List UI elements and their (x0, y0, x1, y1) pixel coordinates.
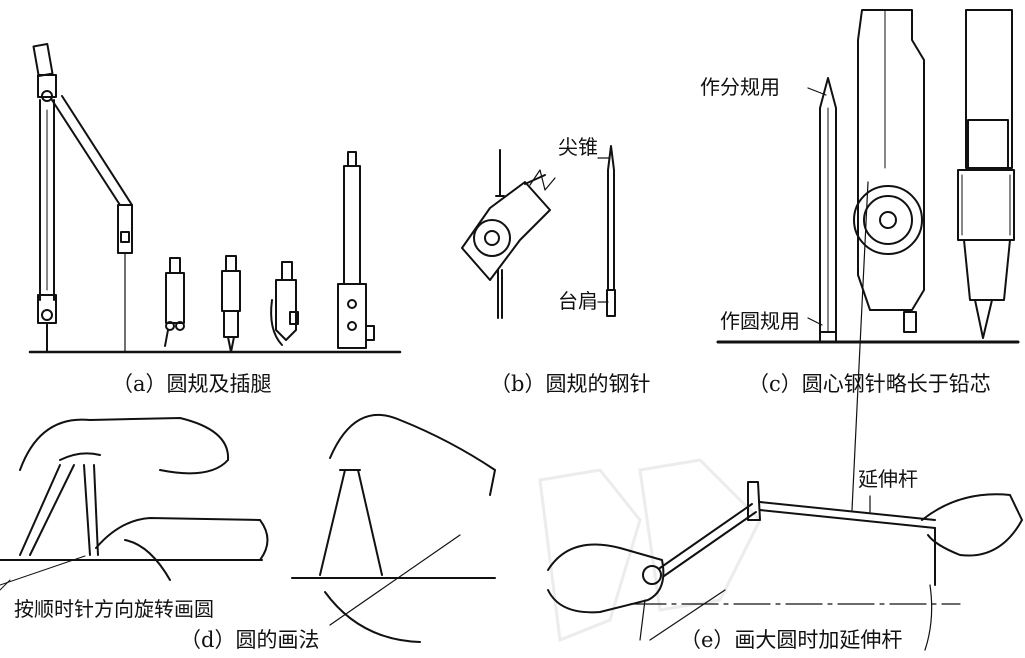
panel-c-drawing (716, 9, 1020, 344)
label-extension-bar: 延伸杆 (858, 467, 918, 491)
caption-a: （a）圆规及插腿 (112, 372, 272, 396)
panel-e-drawing (547, 481, 1023, 651)
label-needle-tip: 尖锥 (558, 135, 598, 159)
panel-d-drawing (0, 413, 496, 643)
panel-a-drawing (28, 43, 402, 354)
caption-d: （d）圆的画法 (180, 628, 320, 652)
caption-b: （b）圆规的钢针 (490, 372, 651, 396)
watermark (538, 458, 762, 643)
label-circle-use: 作圆规用 (720, 309, 800, 333)
label-divider-use: 作分规用 (700, 75, 780, 99)
leader-lines (597, 157, 869, 511)
caption-e: （e）画大圆时加延伸杆 (680, 628, 903, 652)
label-clockwise-rotation: 按顺时针方向旋转画圆 (14, 597, 214, 621)
caption-c: （c）圆心钢针略长于铅芯 (748, 372, 991, 396)
panel-b-drawing (461, 145, 616, 319)
label-needle-shoulder: 台肩 (558, 289, 598, 313)
